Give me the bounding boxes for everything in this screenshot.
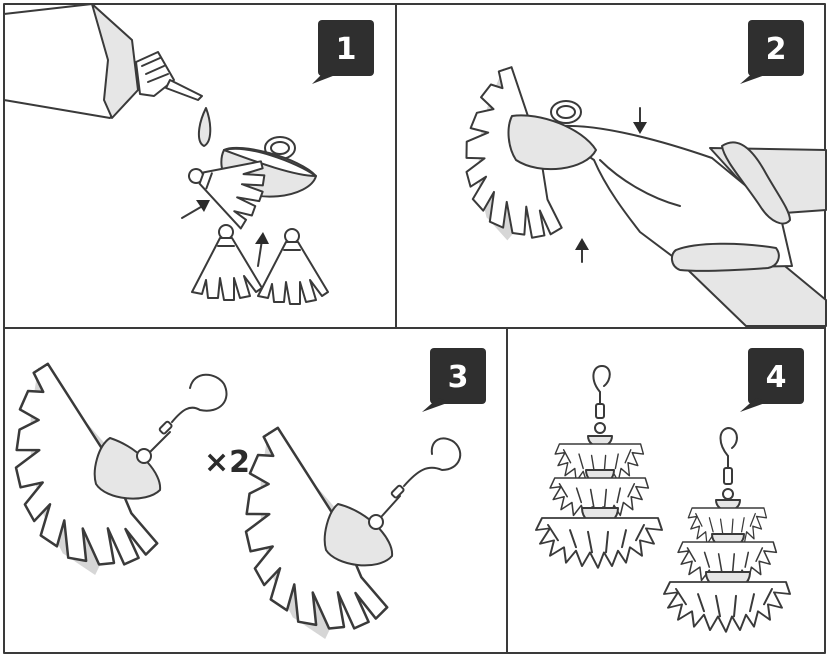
tassel-right [257,228,329,305]
arrow-icon-down [633,107,647,134]
quantity-multiplier: ×2 [204,445,250,480]
step-badge-3: 3 [422,348,486,412]
earring-single-2 [234,417,462,648]
arrow-icon-left [181,200,210,219]
step-number-3: 3 [448,360,469,395]
glue-drop-icon [198,107,212,147]
step-badge-4: 4 [740,348,804,412]
earring-stacked-2 [663,427,791,633]
step-badge-2: 2 [740,20,804,84]
half-moon-cap [220,136,317,198]
arrow-icon-up-2 [575,238,589,263]
step-number-2: 2 [766,32,787,67]
cap-being-pressed [507,100,597,171]
panel-4-frame [506,327,826,654]
pressing-hand [559,124,793,272]
arrow-icon-up [255,232,269,267]
step-badge-1: 1 [312,20,374,84]
step-number-4: 4 [766,360,787,395]
step-number-1: 1 [336,32,357,67]
glue-bottle [3,3,203,119]
earring-single-1 [4,353,228,584]
tassel-middle [191,224,263,301]
earring-stacked-1 [535,365,663,569]
